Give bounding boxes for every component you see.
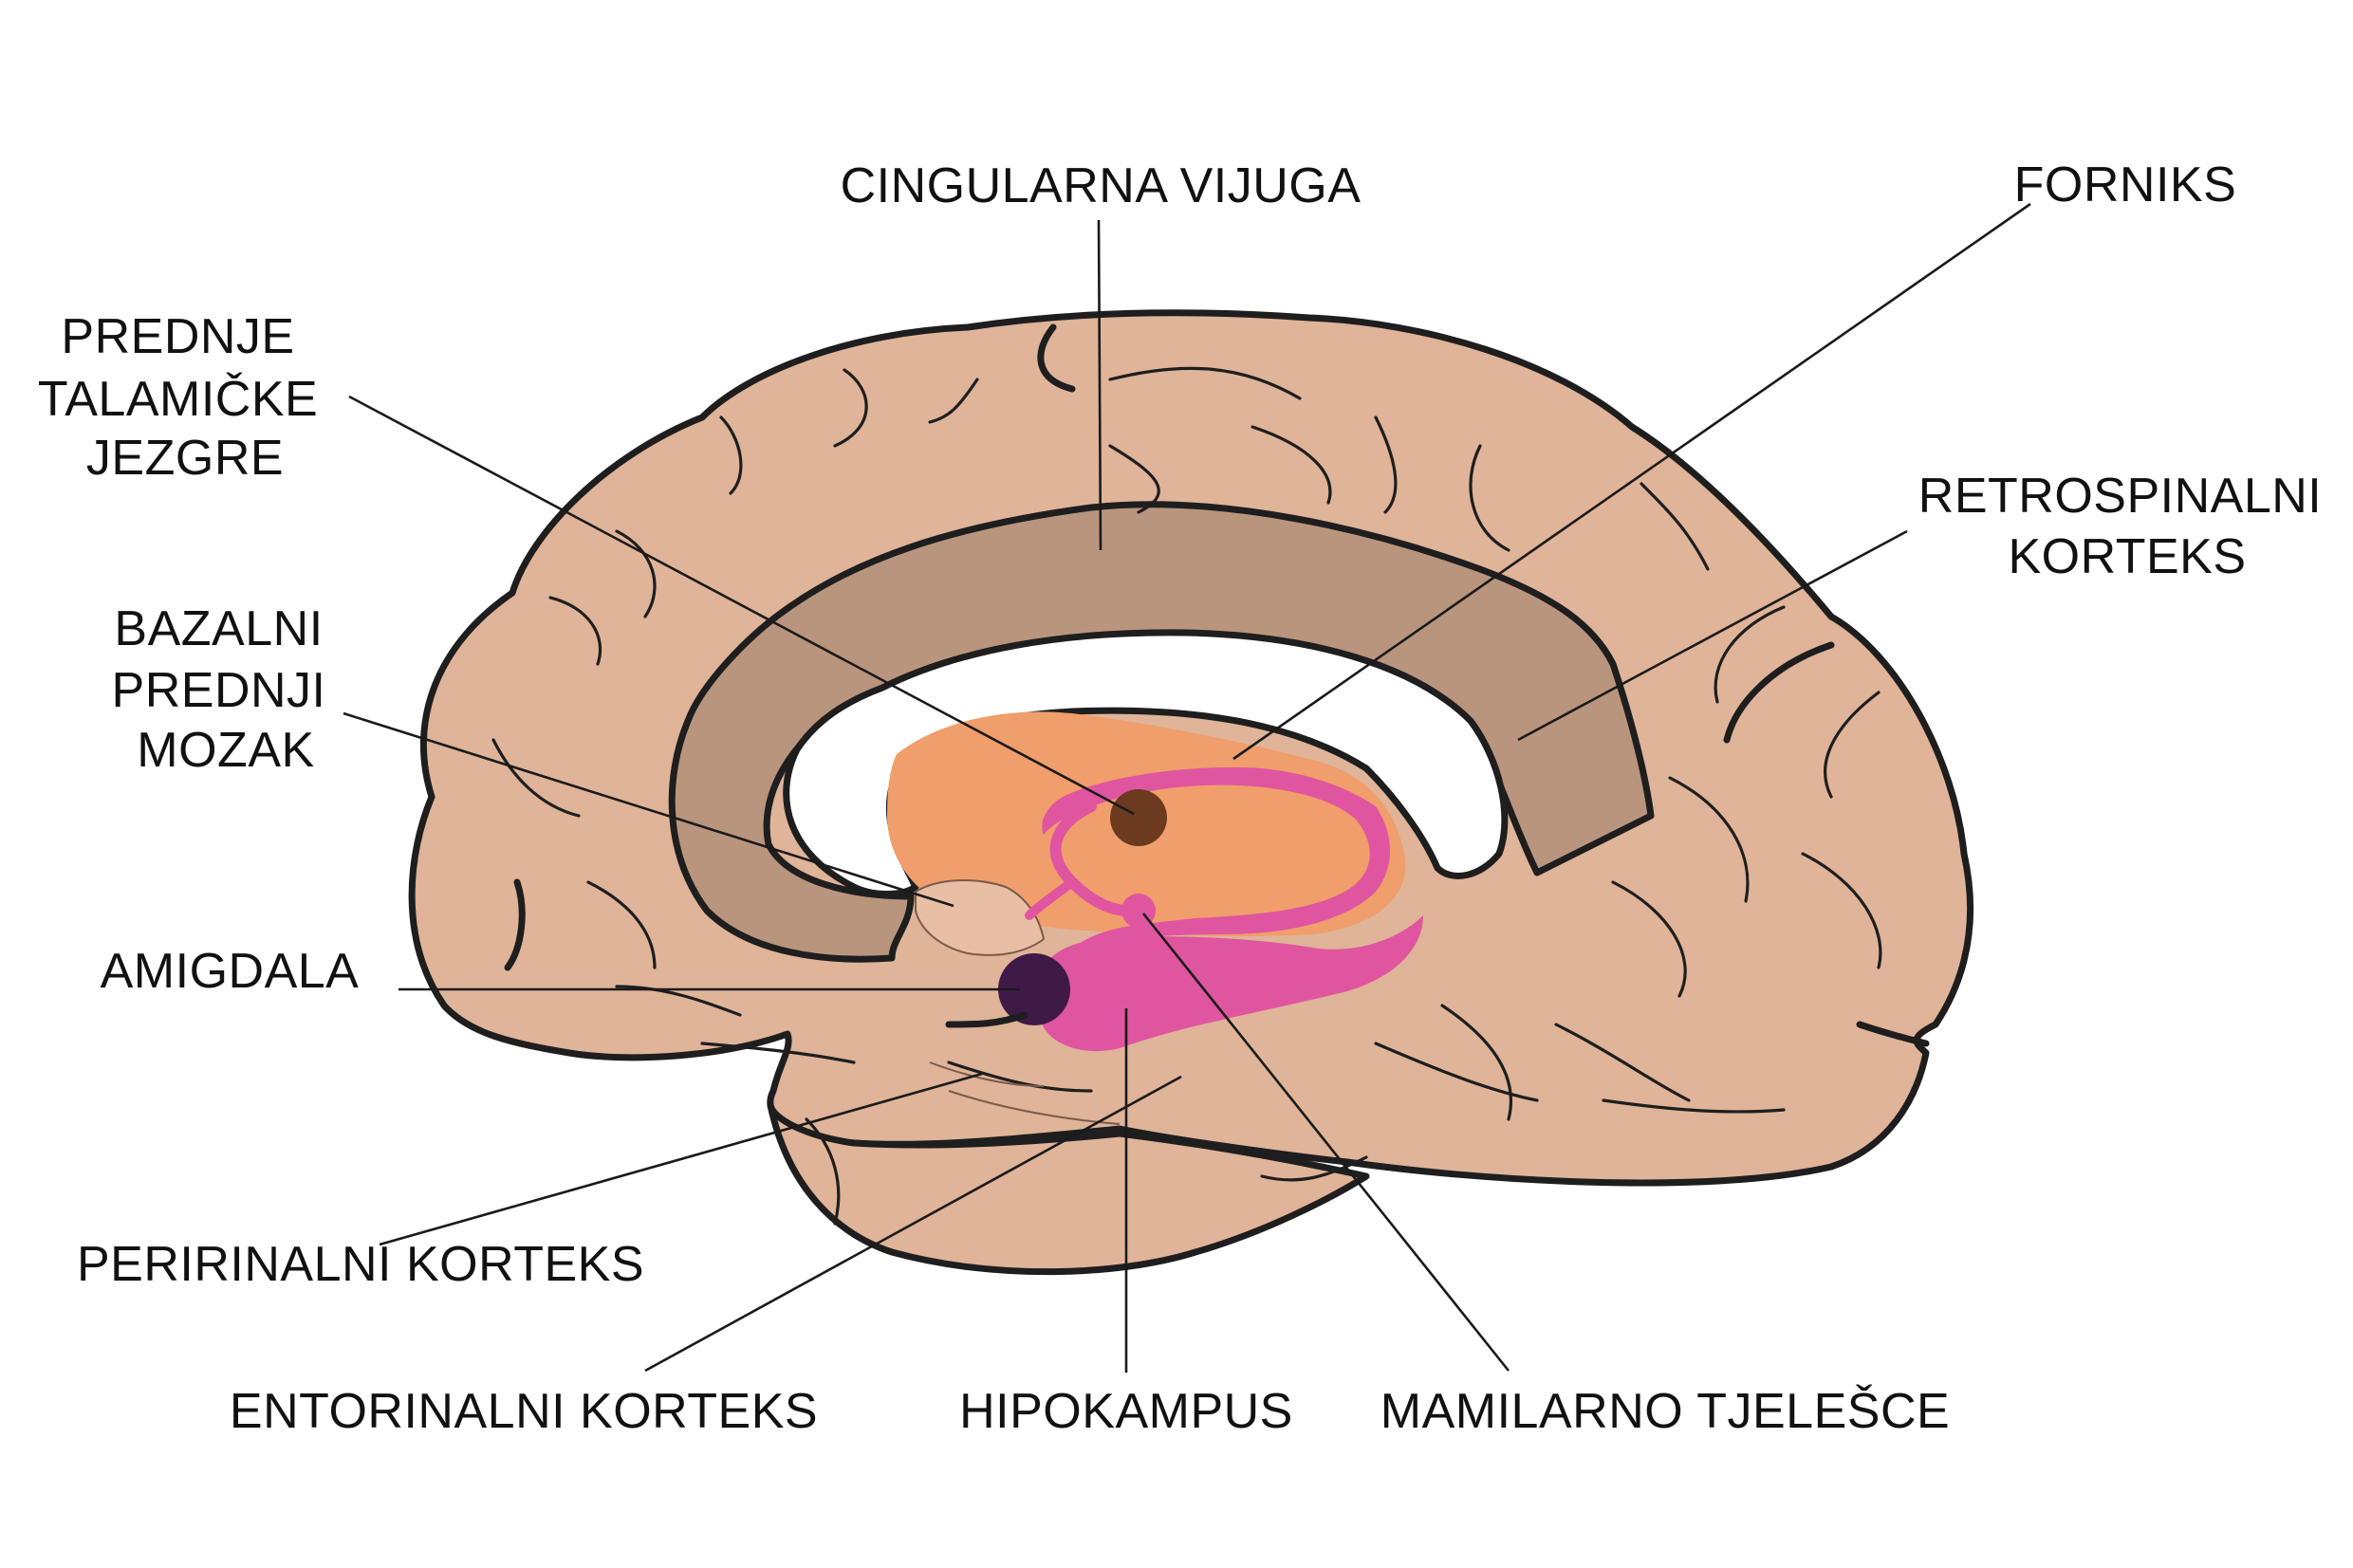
leader-basal-forebrain <box>343 711 954 908</box>
leader-fornix <box>1232 202 2031 761</box>
leader-entorhinal <box>644 1075 1182 1373</box>
hippocampus <box>1042 767 1390 958</box>
hippocampus-body <box>1039 915 1423 1052</box>
anterior-thalamic-nuclei-shape <box>1110 789 1167 846</box>
label-mammillary-body: MAMILARNO TJELEŠCE <box>1380 1384 1950 1439</box>
leader-lines <box>343 202 2031 1373</box>
leader-cingulate <box>1097 219 1102 551</box>
label-anterior-thalamic-nuclei: PREDNJE TALAMIČKE JEZGRE <box>38 309 332 486</box>
label-cingulate-gyrus: CINGULARNA VIJUGA <box>841 158 1362 213</box>
fornix-branch <box>1025 877 1077 920</box>
leader-retrosplenial <box>1517 529 1908 742</box>
basal-forebrain-region <box>915 879 1046 956</box>
leader-anterior-thalamic <box>348 395 1135 816</box>
leader-perirhinal <box>379 1072 983 1246</box>
sulci <box>491 323 1930 1226</box>
label-hippocampus: HIPOKAMPUS <box>959 1384 1293 1439</box>
label-retrosplenial-cortex: RETROSPINALNI KORTEKS <box>1918 469 2336 584</box>
amygdala-shape <box>998 953 1070 1025</box>
lateral-ventricle <box>783 629 1509 897</box>
leader-mammillary <box>1141 913 1510 1372</box>
label-perirhinal-cortex: PERIRINALNI KORTEKS <box>77 1237 644 1292</box>
label-basal-forebrain: BAZALNI PREDNJI MOZAK <box>112 601 341 778</box>
label-fornix: FORNIKS <box>2014 157 2237 212</box>
label-entorhinal-cortex: ENTORINALNI KORTEKS <box>230 1384 818 1439</box>
label-amygdala: AMIGDALA <box>101 944 360 999</box>
